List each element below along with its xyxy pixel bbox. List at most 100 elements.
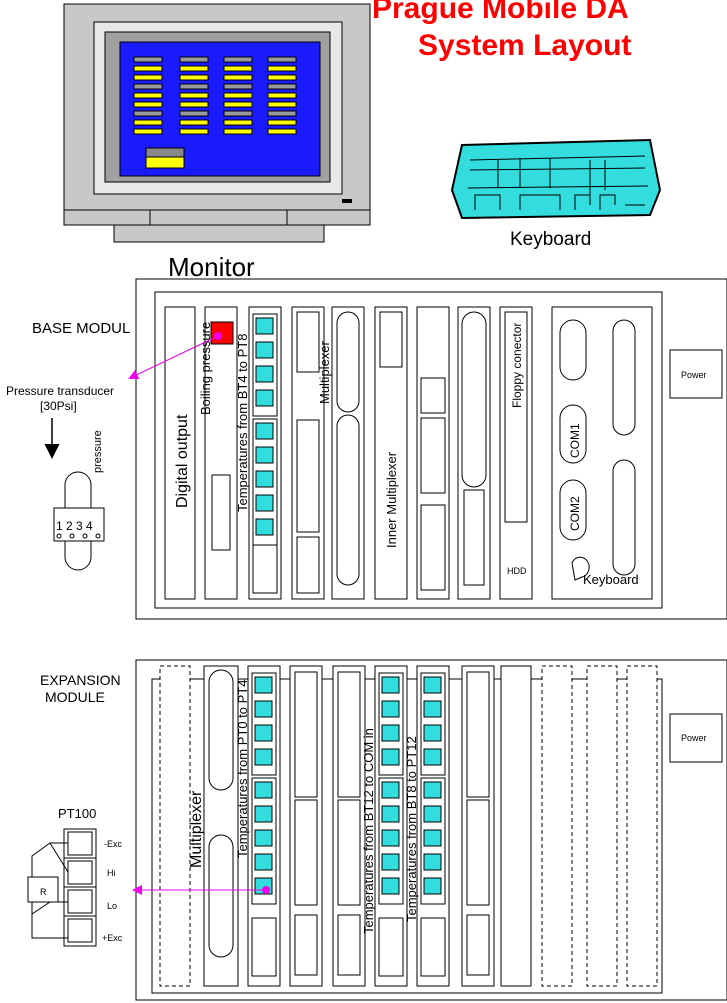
terminal — [255, 365, 274, 383]
terminal — [255, 317, 274, 335]
terminal — [423, 853, 442, 871]
exc-minus-label: -Exc — [104, 839, 123, 849]
screen-bar — [223, 119, 253, 126]
screen-bars — [133, 56, 297, 135]
screen-bar — [133, 56, 163, 63]
screen-bar — [267, 128, 297, 135]
terminal — [423, 829, 442, 847]
terminal — [423, 781, 442, 799]
screen-bar — [179, 101, 209, 108]
terminal — [423, 700, 442, 718]
terminal — [381, 724, 400, 742]
terminal — [381, 700, 400, 718]
terminal — [255, 470, 274, 488]
terminal — [254, 748, 273, 766]
terminal — [423, 676, 442, 694]
expansion-module-label-1: EXPANSION — [40, 672, 121, 688]
screen-bar — [179, 74, 209, 81]
title-line2: System Layout — [418, 29, 631, 62]
screen-bar — [133, 92, 163, 99]
screen-bar — [223, 128, 253, 135]
keyboard-port-label: Keyboard — [583, 572, 639, 587]
screen-bar — [223, 92, 253, 99]
monitor-illustration — [63, 3, 371, 243]
terminal — [254, 829, 273, 847]
hdd-label: HDD — [507, 566, 527, 576]
keyboard-port — [571, 556, 590, 581]
screen-bar — [223, 83, 253, 90]
terminal — [381, 829, 400, 847]
screen-bar — [267, 65, 297, 72]
temps-bt8-pt12-label: Temperatures from BT8 to PT12 — [404, 736, 419, 922]
screen-bar — [133, 119, 163, 126]
terminal — [423, 748, 442, 766]
pt100-sensor — [27, 828, 97, 947]
terminal — [255, 422, 274, 440]
base-terminal-block — [252, 313, 278, 546]
screen-bar — [267, 119, 297, 126]
screen-bar — [179, 56, 209, 63]
pressure-link-arrow — [128, 335, 219, 380]
screen-bar — [223, 74, 253, 81]
base-power-box — [669, 349, 723, 399]
terminal — [381, 853, 400, 871]
pins-label: 1 2 3 4 — [56, 519, 93, 533]
com2-label: COM2 — [568, 496, 582, 531]
screen-bar — [223, 65, 253, 72]
terminal — [255, 494, 274, 512]
expansion-module-label-2: MODULE — [45, 689, 105, 705]
expansion-terminal-blocks — [251, 672, 446, 905]
screen-bar — [223, 101, 253, 108]
terminal — [381, 781, 400, 799]
exc-plus-label: +Exc — [102, 933, 123, 943]
terminal — [254, 853, 273, 871]
terminal — [254, 676, 273, 694]
screen-bar — [223, 56, 253, 63]
screen-bar — [267, 110, 297, 117]
temps-bt4-pt8-label: Temperatures from BT4 to PT8 — [235, 334, 250, 512]
keyboard-illustration — [450, 138, 662, 220]
floppy-connector-label: Floppy conector — [510, 323, 524, 408]
terminal — [381, 748, 400, 766]
expansion-power-box — [669, 713, 723, 763]
terminal — [254, 805, 273, 823]
screen-bar — [223, 110, 253, 117]
resistor-label: R — [40, 887, 47, 897]
multiplexer-label: Multiplexer — [317, 340, 332, 404]
monitor-label: Monitor — [168, 252, 255, 282]
terminal — [255, 446, 274, 464]
screen-bar — [133, 83, 163, 90]
base-module-label: BASE MODUL — [32, 320, 130, 337]
pin-circles — [56, 533, 101, 539]
terminal — [381, 676, 400, 694]
screen-bar — [267, 74, 297, 81]
exp-multiplexer-label: Multiplexer — [188, 790, 205, 868]
digital-output-label: Digital output — [174, 414, 191, 508]
lo-label: Lo — [107, 901, 117, 911]
com1-label: COM1 — [568, 423, 582, 458]
screen-bar — [179, 110, 209, 117]
screen-bar — [179, 65, 209, 72]
temps-bt12-com-label: Temperatures from BT12 to COM in — [361, 728, 376, 934]
base-card-slots — [164, 306, 653, 600]
screen-bar — [133, 110, 163, 117]
expansion-power-label: Power — [681, 733, 707, 743]
terminal — [255, 341, 274, 359]
terminal — [381, 877, 400, 895]
screen-bar — [179, 119, 209, 126]
screen-bar — [133, 65, 163, 72]
screen-bar — [133, 128, 163, 135]
screen-bar — [267, 101, 297, 108]
terminal — [381, 805, 400, 823]
screen-bar — [267, 92, 297, 99]
pt100-label: PT100 — [58, 806, 96, 821]
screen-bar — [133, 74, 163, 81]
boiling-pressure-label: Boiling pressure — [198, 322, 213, 415]
title-line1: Prague Mobile DA — [372, 0, 629, 25]
screen-bar — [267, 56, 297, 63]
terminal — [254, 781, 273, 799]
terminal — [423, 877, 442, 895]
screen-bar — [179, 83, 209, 90]
terminal — [255, 389, 274, 407]
